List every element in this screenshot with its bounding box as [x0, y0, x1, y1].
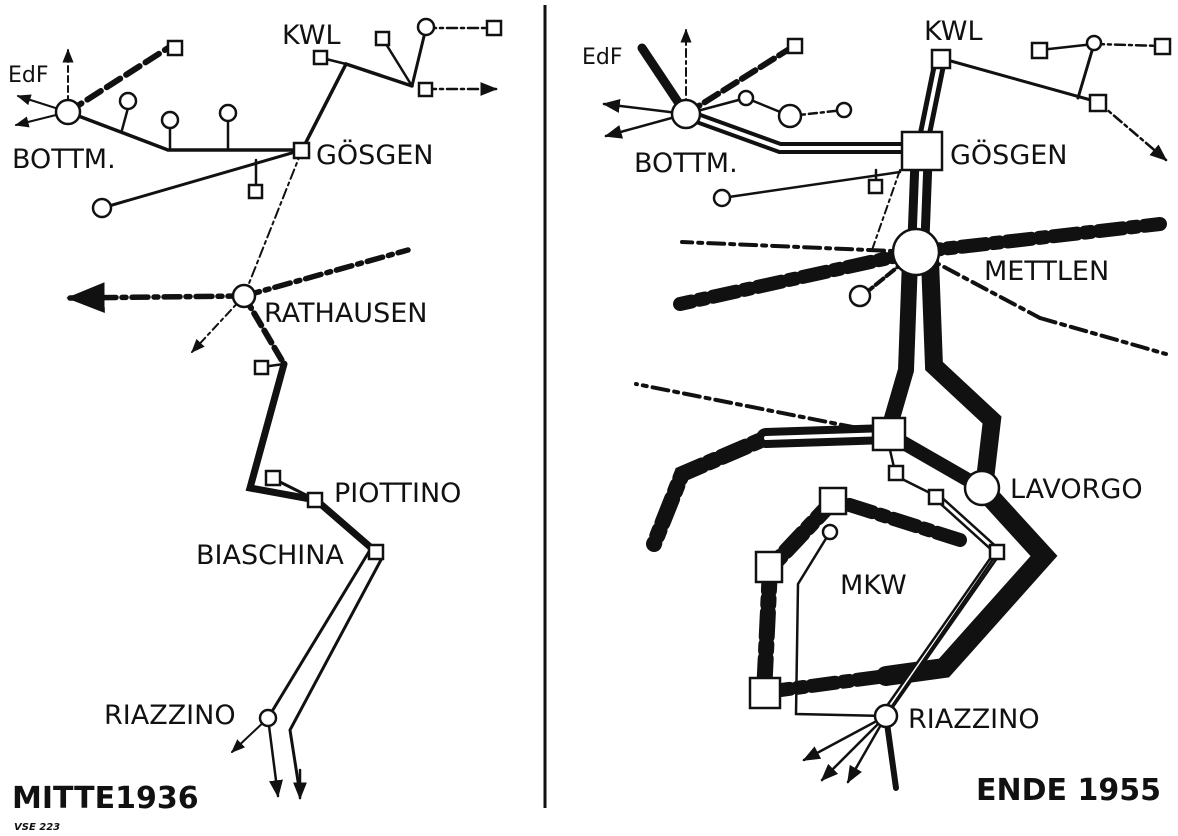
- label-riazzino-1936: RIAZZINO: [104, 700, 236, 731]
- label-rathausen-1936: RATHAUSEN: [264, 298, 427, 329]
- label-bottm-1936: BOTTM.: [12, 144, 116, 175]
- panel-1936-labels: EdF KWL BOTTM. GÖSGEN RATHAUSEN PIOTTINO…: [8, 20, 461, 833]
- panel-1955-nodes: [670, 34, 1172, 729]
- label-biaschina-1936: BIASCHINA: [196, 540, 344, 571]
- label-riazzino-1955: RIAZZINO: [908, 704, 1040, 735]
- label-edf-1936: EdF: [8, 63, 49, 88]
- label-goesgen-1955: GÖSGEN: [950, 139, 1068, 171]
- label-lavorgo-1955: LAVORGO: [1010, 474, 1143, 505]
- figure-code: VSE 223: [14, 822, 60, 833]
- label-edf-1955: EdF: [582, 45, 623, 70]
- label-kwl-1936: KWL: [282, 20, 340, 51]
- label-mettlen-1955: METTLEN: [984, 256, 1109, 287]
- panel-1955: [602, 28, 1168, 791]
- panel-1936-nodes: [54, 17, 503, 728]
- label-period-1955: ENDE 1955: [976, 773, 1161, 808]
- label-bottm-1955: BOTTM.: [634, 148, 738, 179]
- panel-1955-labels: EdF KWL BOTTM. GÖSGEN METTLEN LAVORGO MK…: [582, 16, 1161, 808]
- label-goesgen-1936: GÖSGEN: [316, 139, 434, 171]
- label-kwl-1955: KWL: [924, 16, 982, 47]
- label-piottino-1936: PIOTTINO: [334, 478, 461, 509]
- label-mkw-1955: MKW: [840, 570, 907, 601]
- label-period-1936: MITTE1936: [12, 781, 199, 816]
